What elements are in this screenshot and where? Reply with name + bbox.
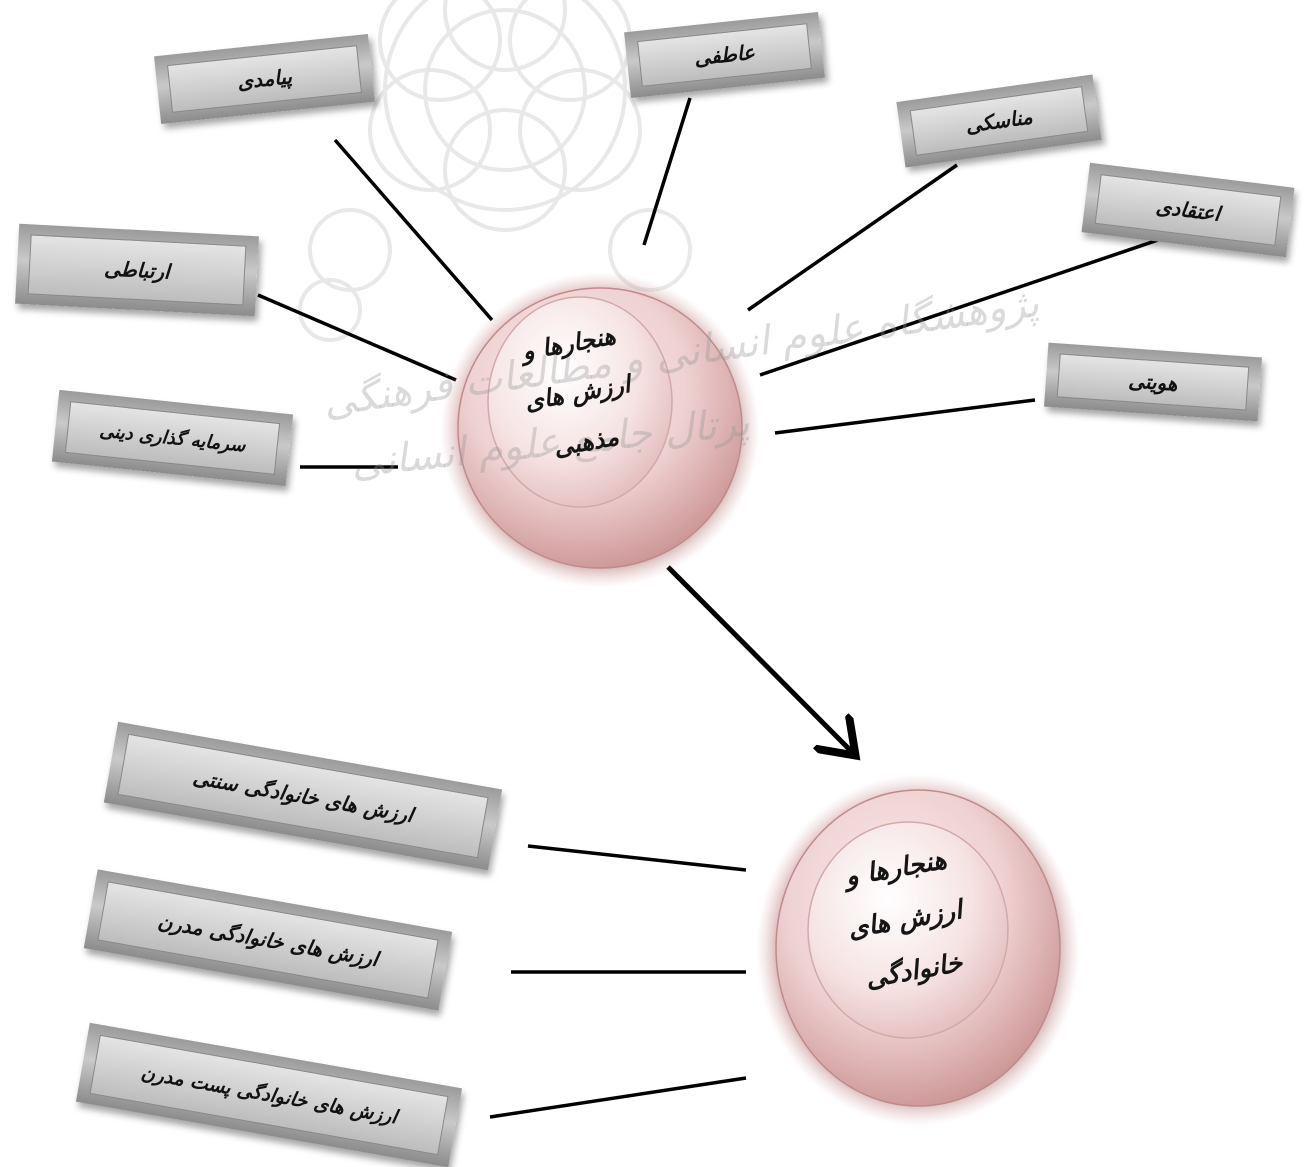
- watermark-rosette: [298, 0, 692, 342]
- religious-hub: [440, 272, 760, 588]
- connector-traditional: [527, 844, 747, 872]
- node-relational: ارتباطی: [15, 223, 259, 317]
- node-ritual-label: مناسکی: [963, 104, 1034, 138]
- hub-arrow: [666, 565, 852, 752]
- node-religious-investment-label: سرمایه گذاری دینی: [98, 419, 247, 457]
- node-identity-label: هویتی: [1127, 368, 1179, 396]
- family-hub-title: هنجارها و ارزش های خانوادگی: [798, 827, 1012, 1014]
- node-relational-label: ارتباطی: [103, 256, 171, 284]
- connector-postmodern: [489, 1076, 747, 1119]
- connector-consequential: [333, 138, 494, 322]
- family-hub: [756, 774, 1080, 1126]
- node-belief-label: اعتقادی: [1154, 194, 1222, 226]
- connector-belief: [759, 238, 1159, 377]
- religious-connectors: [257, 97, 1159, 469]
- family-connectors: [489, 844, 747, 1119]
- religious-hub-title: هنجارها و ارزش های مذهبی: [478, 304, 676, 482]
- node-consequential-label: پیامدی: [236, 64, 293, 94]
- connector-identity: [774, 398, 1036, 435]
- connector-emotional: [642, 97, 692, 246]
- node-emotional-label: عاطفی: [693, 39, 756, 71]
- connector-relational: [257, 293, 457, 382]
- connector-ritual: [747, 163, 958, 312]
